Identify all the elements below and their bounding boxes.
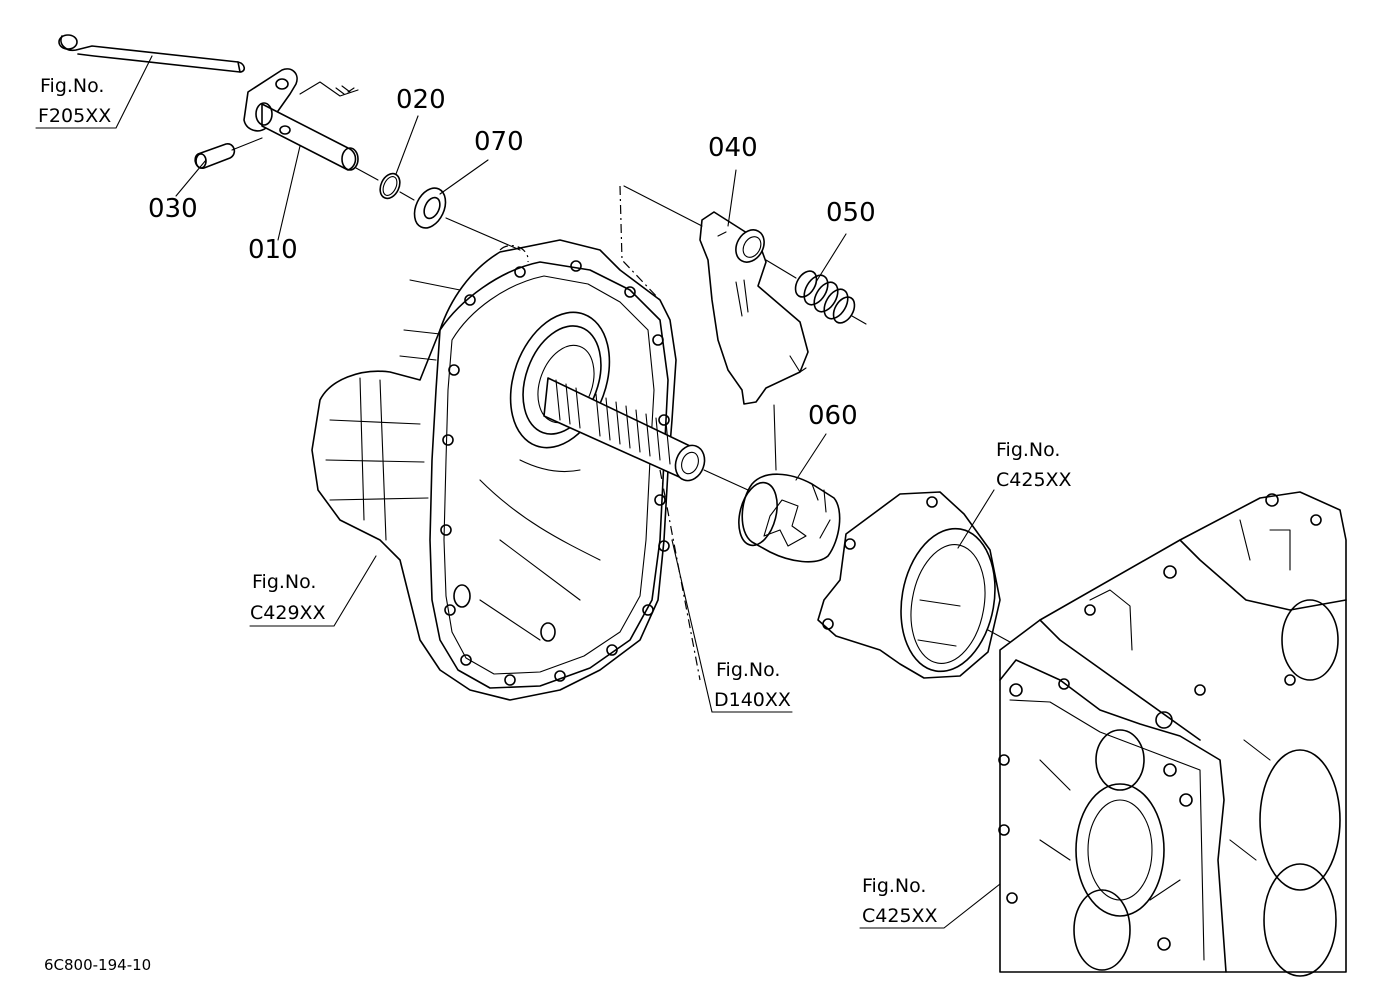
- figure-ref-code[interactable]: D140XX: [714, 689, 791, 711]
- pin-030: [194, 137, 263, 169]
- figure-ref-code[interactable]: C425XX: [862, 905, 938, 927]
- part-label-050: 050: [826, 198, 876, 228]
- bearing-cover: [817, 491, 1001, 679]
- leader-lines: [35, 55, 1001, 929]
- figure-ref-f205[interactable]: Fig.No. F205XX: [38, 75, 111, 127]
- part-label-070: 070: [474, 127, 524, 157]
- rear-transmission-case: [998, 491, 1347, 977]
- figure-ref-code[interactable]: F205XX: [38, 105, 111, 127]
- spring-050: [794, 270, 856, 324]
- figure-ref-label: Fig.No.: [862, 875, 926, 897]
- transmission-case: [311, 239, 677, 701]
- figure-ref-c429[interactable]: Fig.No. C429XX: [250, 571, 326, 624]
- phantom-line-case: [499, 245, 529, 263]
- part-label-030: 030: [148, 194, 198, 224]
- shift-arm-010: [243, 68, 359, 171]
- output-shaft: [543, 377, 706, 482]
- washer-070: [413, 187, 447, 229]
- part-label-010: 010: [248, 235, 298, 265]
- figure-ref-c425-upper[interactable]: Fig.No. C425XX: [996, 439, 1072, 491]
- part-label-060: 060: [808, 401, 858, 431]
- shifter-060: [738, 473, 841, 563]
- figure-ref-d140[interactable]: Fig.No. D140XX: [714, 659, 791, 711]
- o-ring-020: [379, 172, 401, 200]
- figure-ref-label: Fig.No.: [40, 75, 104, 97]
- shift-rod: [58, 34, 246, 73]
- figure-ref-label: Fig.No.: [996, 439, 1060, 461]
- figure-ref-code[interactable]: C429XX: [250, 602, 326, 624]
- phantom-line-d140: [659, 469, 701, 681]
- figure-ref-code[interactable]: C425XX: [996, 469, 1072, 491]
- figure-ref-c425-lower[interactable]: Fig.No. C425XX: [862, 875, 938, 927]
- figure-ref-label: Fig.No.: [252, 571, 316, 593]
- drawing-code: 6C800-194-10: [44, 956, 151, 974]
- part-label-040: 040: [708, 133, 758, 163]
- shift-fork-040: [699, 211, 809, 405]
- figure-ref-label: Fig.No.: [716, 659, 780, 681]
- phantom-line-shaft: [619, 185, 661, 301]
- part-label-020: 020: [396, 85, 446, 115]
